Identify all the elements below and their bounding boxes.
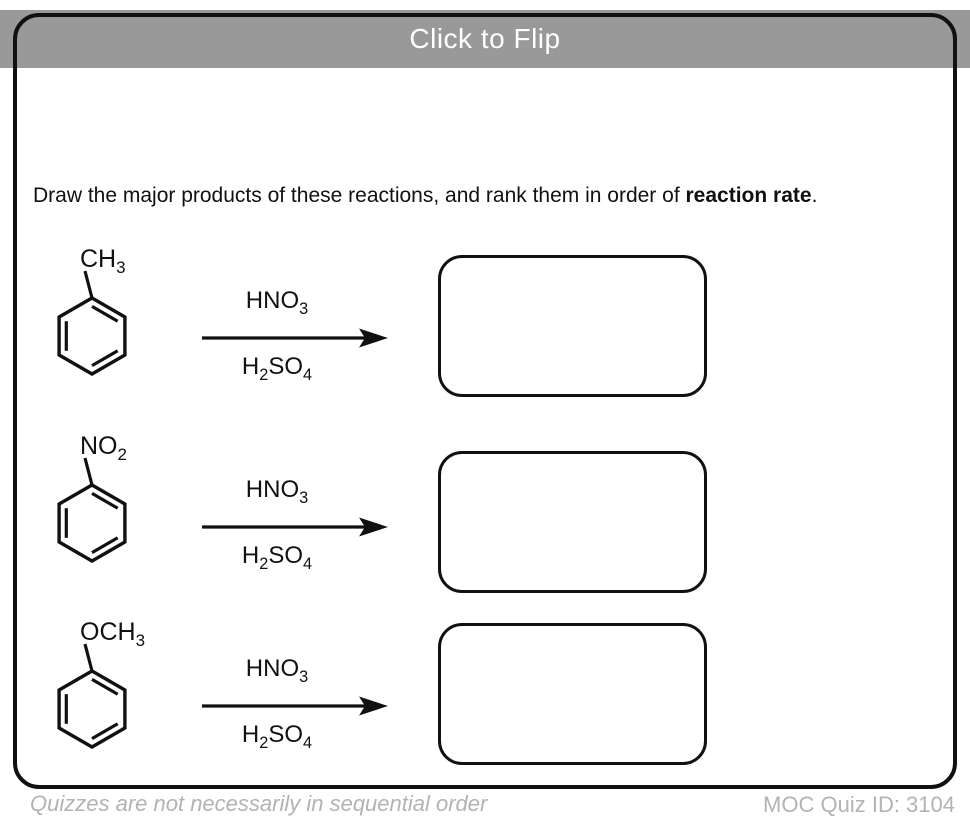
benzene-hexagon <box>57 669 127 749</box>
arrow-head <box>359 517 388 537</box>
double-bond-top-right <box>91 492 119 510</box>
reagent-above-arrow: HNO3 <box>245 287 309 318</box>
question-text-bold: reaction rate <box>685 184 812 207</box>
double-bond-bottom-right <box>91 349 119 367</box>
substituent-label: CH3 <box>80 245 126 278</box>
substituent-bond <box>83 457 94 486</box>
flip-card-title: Click to Flip <box>409 23 561 54</box>
substituent-label: NO2 <box>80 432 127 465</box>
header-band <box>0 10 970 68</box>
reaction-conditions: HNO3 H2SO4 <box>195 655 400 757</box>
reagent-above-arrow: HNO3 <box>245 655 309 686</box>
reaction-conditions: HNO3 H2SO4 <box>195 476 400 578</box>
molecule-nitrobenzene: NO2 <box>42 432 167 590</box>
quiz-id-label: MOC Quiz ID: 3104 <box>763 792 955 817</box>
reaction-row-nitrobenzene: NO2 HNO3 H2SO4 <box>0 432 970 604</box>
reaction-arrow-icon <box>202 328 388 348</box>
question-text-suffix: . <box>811 184 818 207</box>
benzene-ring-drawing <box>57 643 127 749</box>
double-bond-bottom-right <box>91 536 119 554</box>
double-bond-bottom-right <box>91 722 119 740</box>
benzene-hexagon <box>57 296 127 376</box>
reaction-arrow-icon <box>202 696 388 716</box>
flashcard-front[interactable] <box>13 13 957 789</box>
answer-box <box>438 255 707 397</box>
substituent-bond <box>83 643 94 672</box>
answer-box <box>438 623 707 765</box>
reagent-above-arrow: HNO3 <box>245 476 309 507</box>
substituent-bond <box>83 270 94 299</box>
question-text-prefix: Draw the major products of these reactio… <box>33 184 686 207</box>
footer-note: Quizzes are not necessarily in sequentia… <box>30 791 488 816</box>
reaction-conditions: HNO3 H2SO4 <box>195 287 400 389</box>
molecule-anisole: OCH3 <box>42 618 167 776</box>
reaction-row-toluene: CH3 HNO3 H2SO4 <box>0 245 970 417</box>
question-text: Draw the major products of these reactio… <box>33 183 817 209</box>
double-bond-top-right <box>91 678 119 696</box>
arrow-head <box>359 328 388 348</box>
benzene-ring-drawing <box>57 270 127 376</box>
flip-card-title-bar[interactable]: Click to Flip <box>0 10 970 68</box>
benzene-hexagon <box>57 483 127 563</box>
reagent-below-arrow: H2SO4 <box>241 541 313 573</box>
reaction-arrow-icon <box>202 517 388 537</box>
molecule-toluene: CH3 <box>42 245 167 403</box>
reaction-row-anisole: OCH3 HNO3 H2SO4 <box>0 618 970 790</box>
arrow-head <box>359 696 388 716</box>
benzene-ring-drawing <box>57 457 127 563</box>
substituent-label: OCH3 <box>80 618 146 651</box>
double-bond-top-right <box>91 305 119 323</box>
reagent-below-arrow: H2SO4 <box>241 352 313 384</box>
reagent-below-arrow: H2SO4 <box>241 720 313 752</box>
answer-box <box>438 451 707 593</box>
